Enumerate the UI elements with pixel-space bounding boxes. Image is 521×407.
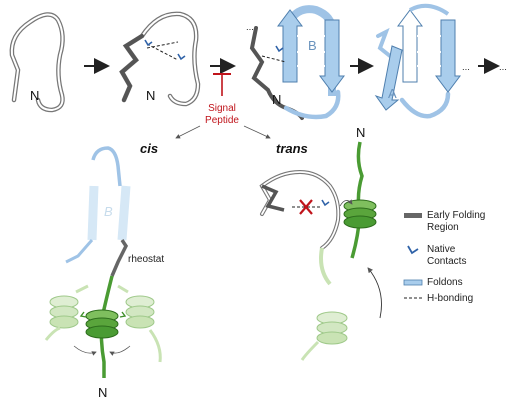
helix-center: [85, 309, 119, 339]
legend-item-h-bonding: H-bonding: [404, 293, 473, 304]
trans-helix-top: [343, 199, 377, 229]
trans-n-label: N: [356, 125, 365, 140]
rheostat-label: rheostat: [128, 254, 164, 265]
signal-peptide-inhibition: Signal Peptide: [175, 73, 271, 139]
trans-helix-bottom: [300, 311, 348, 361]
foldon-a-label: A: [388, 86, 397, 101]
signal-peptide-label-line2: Peptide: [205, 115, 239, 126]
stage-3-n-label: N: [272, 92, 281, 107]
svg-text:H-bonding: H-bonding: [427, 293, 473, 304]
legend-item-early-folding: Early Folding Region: [404, 210, 485, 233]
foldon-strand: [435, 19, 461, 93]
trans-panel: trans N: [259, 125, 382, 361]
legend-item-native-contacts: Native Contacts: [407, 244, 466, 267]
native-contact-icon: [144, 39, 153, 47]
trans-title: trans: [276, 141, 308, 156]
native-contact-icon: [177, 53, 186, 61]
cis-n-label: N: [98, 385, 107, 400]
svg-text:Region: Region: [427, 222, 459, 233]
stage-2-early-folding: N: [119, 11, 201, 107]
helix-left: [44, 295, 79, 341]
early-folding-region-icon: [404, 213, 422, 218]
svg-text:Contacts: Contacts: [427, 256, 466, 267]
cis-foldon-b-label: B: [104, 204, 113, 219]
ellipsis: ...: [499, 62, 507, 73]
arrow-4: ...: [478, 58, 507, 74]
cis-panel: cis B rheostat N: [44, 141, 164, 400]
svg-text:Native: Native: [427, 244, 456, 255]
foldon-strand: [397, 9, 423, 83]
legend: Early Folding Region Native Contacts Fol…: [403, 210, 485, 304]
foldon-b-label: B: [308, 38, 317, 53]
svg-text:Foldons: Foldons: [427, 277, 463, 288]
no-contact-cross-icon: [299, 199, 313, 215]
helix-right: [125, 295, 162, 363]
stage-1-unfolded-chain: N: [9, 12, 65, 113]
foldons-icon: [403, 279, 423, 286]
svg-text:Early Folding: Early Folding: [427, 210, 485, 221]
foldon-strand: [319, 19, 345, 93]
legend-item-foldons: Foldons: [403, 277, 463, 288]
stage-3-foldon-b: ... B N: [246, 5, 345, 120]
native-contact-icon: [275, 45, 284, 53]
foldon-strand: [277, 9, 303, 83]
foldon-a-strand: [374, 45, 403, 111]
ellipsis: ...: [246, 22, 254, 33]
native-contacts-icon: [407, 245, 419, 255]
stage-1-n-label: N: [30, 88, 39, 103]
signal-peptide-label-line1: Signal: [208, 103, 236, 114]
native-contact-icon: [321, 199, 330, 207]
stage-4-foldons-a-b: A ...: [374, 3, 470, 119]
ellipsis: ...: [462, 62, 470, 73]
cis-title: cis: [140, 141, 158, 156]
stage-2-n-label: N: [146, 88, 155, 103]
